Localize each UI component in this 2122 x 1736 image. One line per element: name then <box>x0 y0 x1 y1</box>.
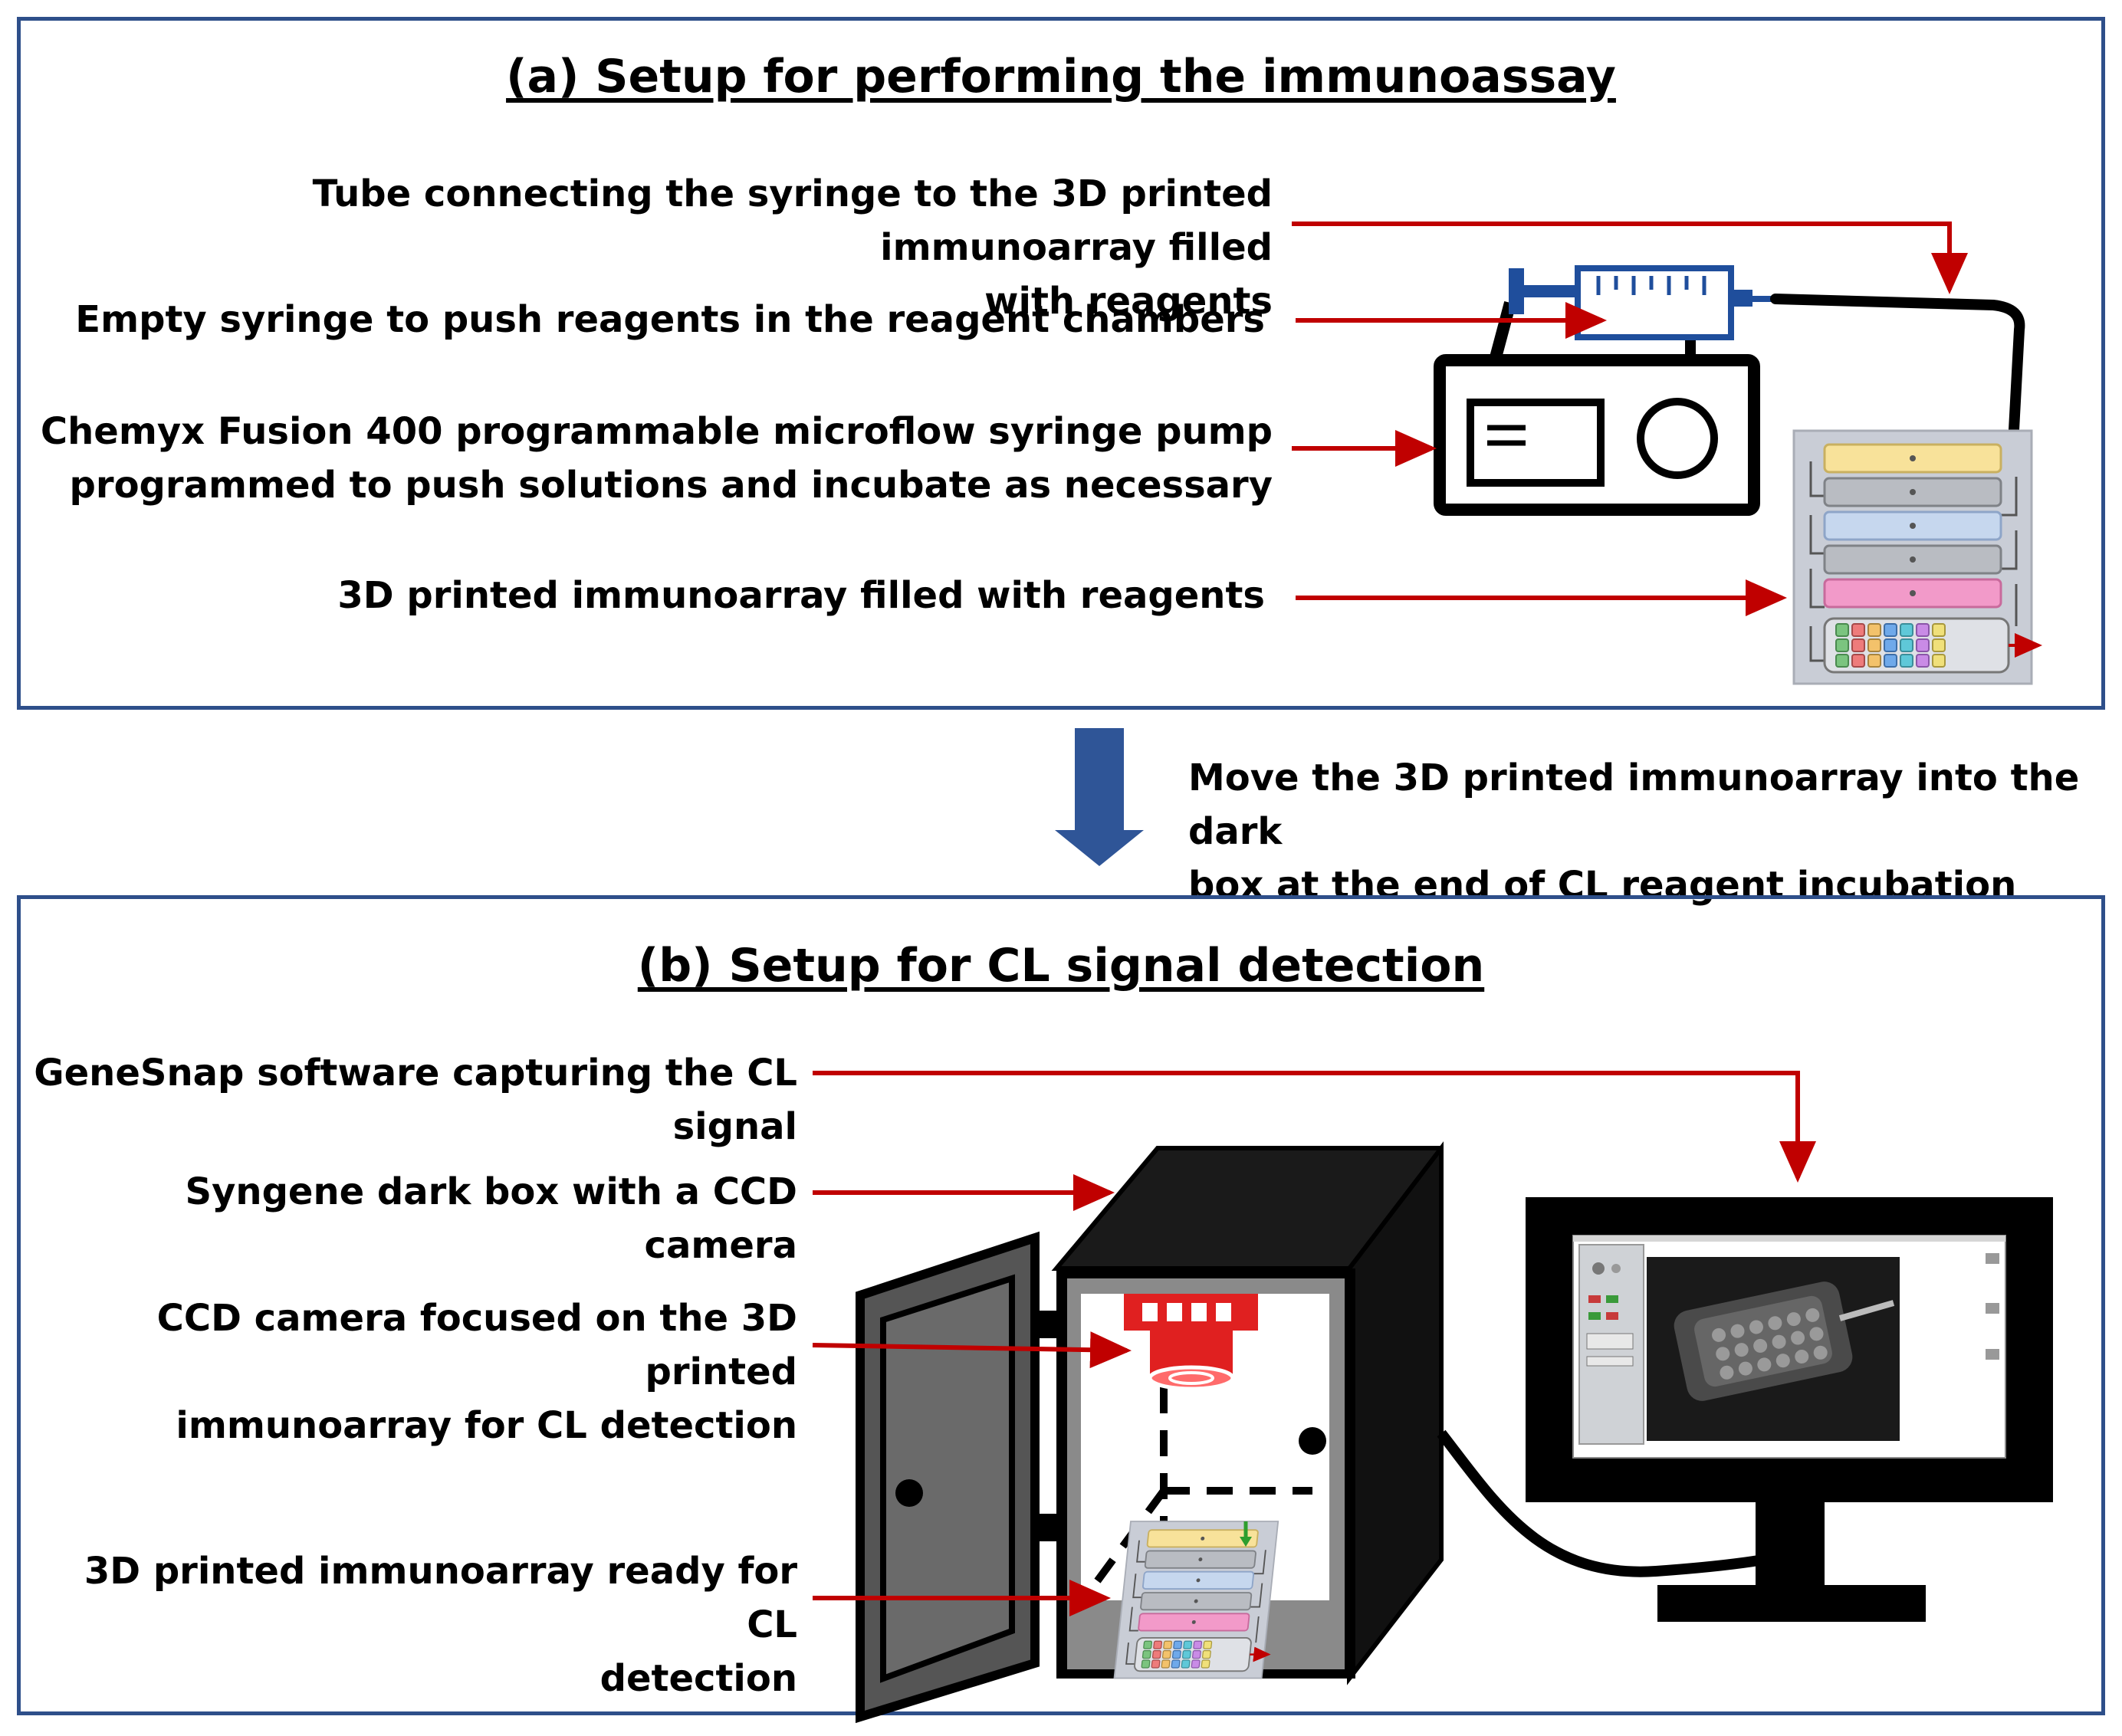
ccd-camera-icon <box>1124 1294 1258 1391</box>
immunoarray-in-box-icon <box>1114 1521 1283 1679</box>
panel-a-pointer-arrows <box>1292 222 1968 616</box>
panel-b-pointer-arrows <box>812 1071 1816 1616</box>
syringe-pump-icon <box>1434 300 1760 516</box>
label-array-b: 3D printed immunoarray ready for CL dete… <box>84 1550 797 1700</box>
syringe-icon <box>1509 265 1775 340</box>
label-tube: Tube connecting the syringe to the 3D pr… <box>312 172 1273 323</box>
label-array-a: 3D printed immunoarray filled with reage… <box>337 574 1265 617</box>
label-darkbox: Syngene dark box with a CCD camera <box>185 1170 797 1267</box>
immunoarray-icon <box>1794 431 2039 684</box>
panel-b-frame: (b) Setup for CL signal detection <box>17 895 2105 1715</box>
label-camera: CCD camera focused on the 3D printed imm… <box>156 1297 797 1447</box>
label-pump: Chemyx Fusion 400 programmable microflow… <box>40 410 1273 507</box>
monitor-icon <box>1437 1197 2053 1622</box>
panel-b-title: (b) Setup for CL signal detection <box>637 939 1485 993</box>
dark-box-icon <box>856 1141 1444 1724</box>
label-software: GeneSnap software capturing the CL signa… <box>34 1052 797 1148</box>
flow-down-arrow <box>1055 728 1144 866</box>
panel-a-frame: (a) Setup for performing the immunoassay <box>17 17 2105 710</box>
tube-icon <box>1770 294 2025 464</box>
transition-note: Move the 3D printed immunoarray into the… <box>1188 756 2080 907</box>
label-syringe: Empty syringe to push reagents in the re… <box>75 298 1265 341</box>
panel-a-title: (a) Setup for performing the immunoassay <box>506 50 1616 103</box>
